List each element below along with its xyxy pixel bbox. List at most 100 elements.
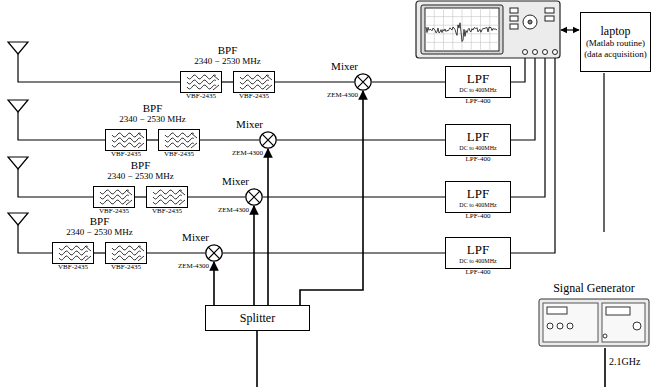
bandpass-filter: VBF-2435 bbox=[93, 186, 135, 208]
filter-wave bbox=[59, 251, 88, 255]
mixer-circle bbox=[259, 131, 277, 149]
device-note: (data acquisition) bbox=[584, 50, 647, 59]
antennas bbox=[8, 100, 28, 112]
oscilloscope bbox=[425, 8, 499, 51]
filter-wave bbox=[112, 138, 141, 142]
generator-part bbox=[557, 323, 563, 329]
part-number: VBF-2435 bbox=[111, 264, 141, 271]
component-name: LPF bbox=[467, 243, 489, 256]
lowpass-filter: LPFDC to 400MHzLPF-400 bbox=[445, 181, 511, 213]
component-name: Mixer bbox=[331, 61, 358, 72]
mixer-circle bbox=[354, 73, 372, 91]
signal-line bbox=[188, 196, 245, 197]
filter-wave bbox=[112, 251, 141, 255]
filter-group-name: BPF bbox=[143, 103, 163, 114]
oscilloscope bbox=[510, 24, 518, 29]
antennas bbox=[8, 42, 180, 253]
output-wires bbox=[511, 55, 545, 197]
signal-line bbox=[222, 81, 233, 82]
filter-wave bbox=[153, 200, 182, 204]
signal-line bbox=[200, 139, 259, 140]
oscilloscope bbox=[425, 33, 499, 34]
lowpass-filter: LPFDC to 400MHzLPF-400 bbox=[445, 237, 511, 269]
part-number: VBF-2435 bbox=[164, 151, 194, 158]
instrument-name: Signal Generator bbox=[553, 282, 635, 294]
filter-wave bbox=[187, 75, 216, 79]
oscilloscope bbox=[545, 16, 554, 21]
filter-symbol bbox=[106, 243, 146, 263]
filter-wave bbox=[187, 85, 216, 89]
output-wires bbox=[511, 55, 555, 253]
signal-generator: Signal Generator bbox=[538, 282, 650, 348]
mixer-symbol: MixerZEM-4300 bbox=[245, 188, 263, 206]
generator-output-wire bbox=[604, 348, 606, 387]
lo-feed-line bbox=[300, 91, 363, 305]
mixer-cross bbox=[262, 134, 274, 146]
oscilloscope bbox=[416, 1, 560, 58]
filter-group-name: BPF bbox=[131, 160, 151, 171]
bandpass-filter: VBF-2435 bbox=[158, 129, 200, 151]
oscilloscope bbox=[510, 8, 518, 13]
signal-line bbox=[135, 196, 146, 197]
component-name: LPF bbox=[467, 72, 489, 85]
antennas bbox=[8, 42, 28, 54]
filter-wave bbox=[165, 143, 194, 147]
filter-wave bbox=[100, 190, 129, 194]
part-number: LPF-400 bbox=[466, 156, 491, 163]
filter-wave bbox=[187, 80, 216, 84]
passband-range: DC to 400MHz bbox=[459, 145, 496, 151]
oscilloscope bbox=[528, 20, 532, 24]
filter-symbol bbox=[147, 187, 187, 207]
filter-mark bbox=[138, 246, 144, 251]
signal-line bbox=[372, 81, 445, 82]
oscilloscope bbox=[425, 16, 499, 17]
filter-mark bbox=[179, 200, 185, 205]
filter-symbol bbox=[159, 130, 199, 150]
filter-mark bbox=[191, 143, 197, 148]
splitter-box: Splitter bbox=[205, 305, 310, 331]
filter-mark bbox=[213, 75, 219, 80]
antennas bbox=[8, 157, 28, 169]
output-wires bbox=[511, 55, 525, 82]
filter-wave bbox=[100, 195, 129, 199]
filter-wave bbox=[153, 195, 182, 199]
oscilloscope bbox=[543, 50, 548, 55]
generator-part bbox=[547, 307, 567, 314]
filter-wave bbox=[59, 246, 88, 250]
antennas bbox=[18, 169, 93, 197]
filter-mark bbox=[138, 256, 144, 261]
laptop-box: laptop(Matlab routine)(data acquisition) bbox=[580, 12, 651, 72]
generator-drawing bbox=[538, 298, 650, 348]
output-wires bbox=[511, 55, 555, 253]
part-number: ZEM-4300 bbox=[327, 92, 358, 99]
generator-part bbox=[539, 299, 649, 346]
antennas bbox=[8, 213, 28, 225]
filter-mark bbox=[213, 85, 219, 90]
lo-feed-line bbox=[253, 206, 255, 305]
oscilloscope bbox=[545, 8, 554, 13]
bandpass-filter: VBF-2435 bbox=[52, 242, 94, 264]
filter-mark bbox=[126, 200, 132, 205]
generator-part bbox=[543, 303, 598, 342]
oscilloscope bbox=[533, 50, 538, 55]
bandpass-filter: VBF-2435 bbox=[105, 242, 147, 264]
oscilloscope bbox=[523, 15, 537, 29]
antennas bbox=[18, 54, 180, 82]
filter-wave bbox=[240, 85, 269, 89]
generator-part bbox=[606, 307, 630, 315]
signal-line bbox=[263, 196, 445, 197]
lo-feed-line bbox=[267, 149, 269, 305]
lowpass-filter: LPFDC to 400MHzLPF-400 bbox=[445, 66, 511, 98]
filter-symbol bbox=[53, 243, 93, 263]
control-wire bbox=[603, 73, 604, 232]
signal-line bbox=[277, 139, 445, 140]
bandpass-filter: VBF-2435 bbox=[233, 71, 275, 93]
oscilloscope bbox=[421, 5, 503, 54]
frequency-range: 2340 − 2530 MHz bbox=[119, 115, 185, 124]
mixer-symbol: MixerZEM-4300 bbox=[205, 244, 223, 262]
component-name: Mixer bbox=[222, 176, 249, 187]
passband-range: DC to 400MHz bbox=[459, 258, 496, 264]
signal-line bbox=[147, 139, 158, 140]
frequency-range: 2340 − 2530 MHz bbox=[107, 172, 173, 181]
